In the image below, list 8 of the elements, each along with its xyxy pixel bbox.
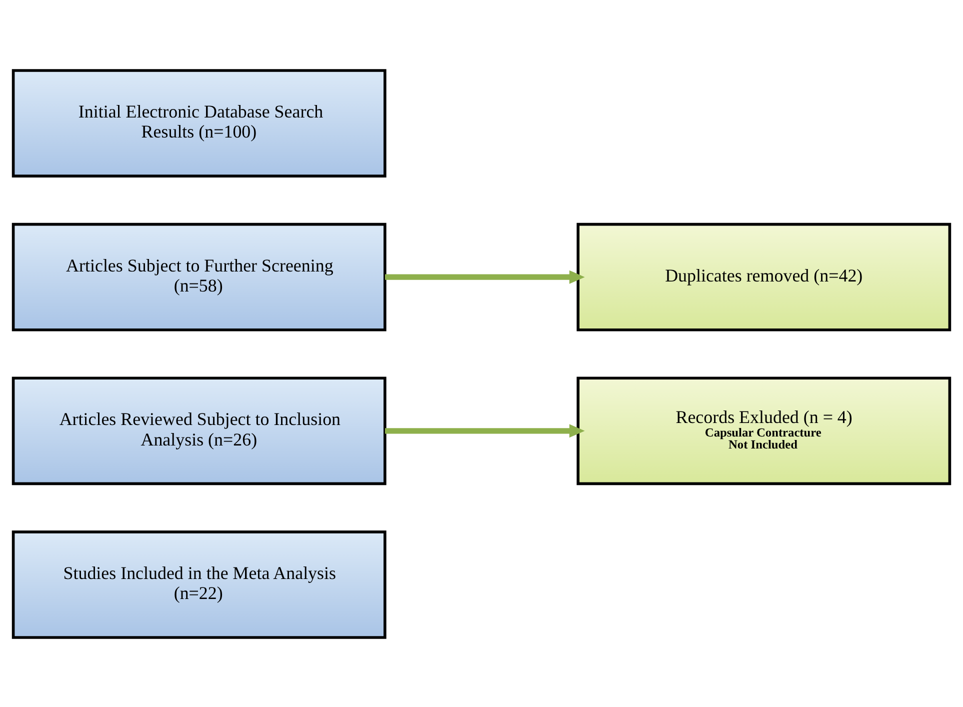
node-box: Records Exluded (n = 4) Capsular Contracture Not Included bbox=[576, 376, 952, 485]
node-box: Initial Electronic Database Search Results (n=100) bbox=[12, 68, 386, 177]
node-box: Articles Subject to Further Screening (n=58) bbox=[12, 222, 386, 331]
node-box: Studies Included in the Meta Analysis (n=22) bbox=[12, 530, 386, 638]
arrow bbox=[384, 424, 585, 438]
node-box: Duplicates removed (n=42) bbox=[576, 222, 952, 331]
node-box: Articles Reviewed Subject to Inclusion Analysis (n=26) bbox=[12, 376, 386, 485]
arrow bbox=[384, 270, 585, 284]
